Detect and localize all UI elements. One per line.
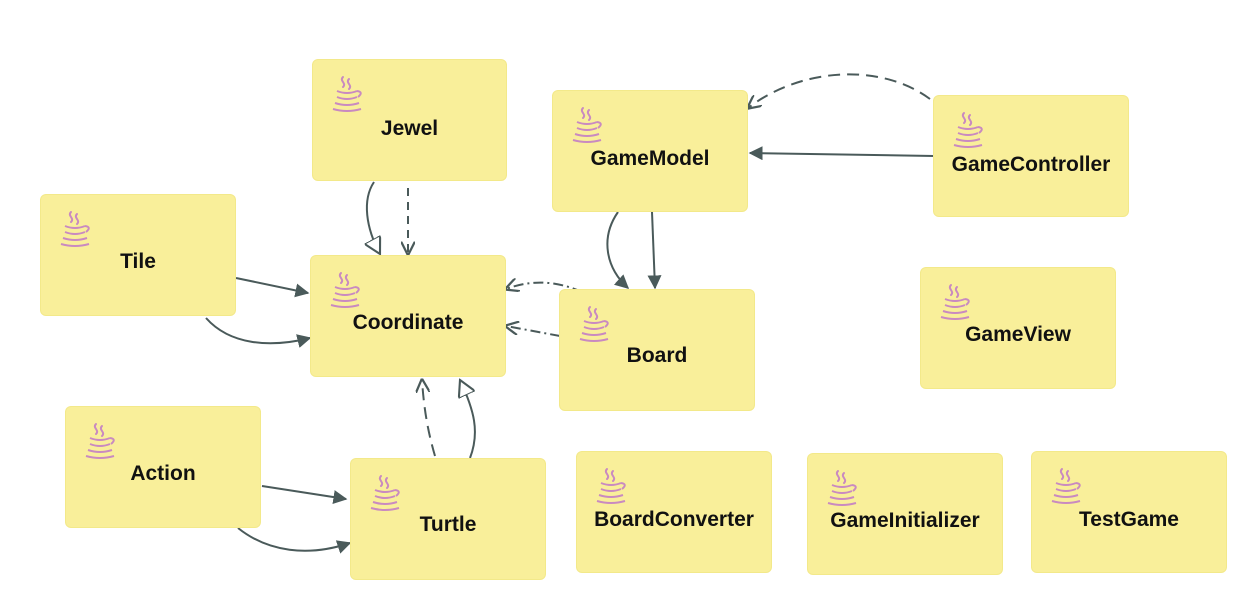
class-name-testgame: TestGame xyxy=(1079,508,1179,531)
class-box-jewel[interactable]: Jewel xyxy=(313,60,506,180)
class-box-gameinitializer[interactable]: GameInitializer xyxy=(808,454,1002,574)
class-name-boardconverter: BoardConverter xyxy=(594,508,754,531)
java-coffee-cup-icon xyxy=(85,423,115,459)
class-name-coordinate: Coordinate xyxy=(352,311,464,334)
class-box-board[interactable]: Board xyxy=(560,290,754,410)
edge-tile-coordinate-curved xyxy=(205,317,312,348)
class-name-jewel: Jewel xyxy=(380,117,439,140)
edge-gamemodel-board-straight xyxy=(647,211,662,290)
class-box-gameview[interactable]: GameView xyxy=(921,268,1115,388)
edge-board-coordinate-dependency-lower xyxy=(506,326,561,337)
class-name-board: Board xyxy=(626,344,688,367)
java-coffee-cup-icon xyxy=(827,470,857,506)
java-coffee-cup-icon xyxy=(572,107,602,143)
java-coffee-cup-icon xyxy=(940,284,970,320)
class-box-coordinate[interactable]: Coordinate xyxy=(311,256,505,376)
java-coffee-cup-icon xyxy=(330,272,360,308)
edge-tile-coordinate-straight xyxy=(235,277,310,298)
class-name-gamemodel: GameModel xyxy=(590,147,710,170)
java-coffee-cup-icon xyxy=(332,76,362,112)
class-name-gameinitializer: GameInitializer xyxy=(830,509,980,532)
class-box-testgame[interactable]: TestGame xyxy=(1032,452,1226,572)
class-name-gamecontroller: GameController xyxy=(951,153,1111,176)
java-coffee-cup-icon xyxy=(370,475,400,511)
class-name-action: Action xyxy=(130,462,196,485)
edge-jewel-coordinate-inheritance xyxy=(367,181,380,254)
class-box-gamemodel[interactable]: GameModel xyxy=(553,91,747,211)
edge-gamecontroller-gamemodel-dependency xyxy=(748,73,931,108)
class-box-boardconverter[interactable]: BoardConverter xyxy=(577,452,771,572)
edge-action-turtle-curved xyxy=(237,527,352,554)
class-name-gameview: GameView xyxy=(965,323,1071,346)
class-box-turtle[interactable]: Turtle xyxy=(351,459,545,579)
edge-gamemodel-board-curved xyxy=(606,211,630,289)
class-box-action[interactable]: Action xyxy=(66,407,260,527)
edge-turtle-coordinate-dependency xyxy=(422,380,436,457)
java-coffee-cup-icon xyxy=(579,306,609,342)
class-box-tile[interactable]: Tile xyxy=(41,195,235,315)
class-name-tile: Tile xyxy=(120,250,156,273)
java-coffee-cup-icon xyxy=(60,211,90,247)
class-box-gamecontroller[interactable]: GameController xyxy=(934,96,1128,216)
class-name-turtle: Turtle xyxy=(419,513,477,536)
edge-action-turtle-straight xyxy=(261,485,348,504)
java-coffee-cup-icon xyxy=(596,468,626,504)
java-coffee-cup-icon xyxy=(1051,468,1081,504)
java-coffee-cup-icon xyxy=(953,112,983,148)
edge-gamecontroller-gamemodel-association xyxy=(748,146,935,161)
edge-board-coordinate-dependency-upper xyxy=(506,283,583,293)
edge-turtle-coordinate-inheritance xyxy=(460,380,476,459)
